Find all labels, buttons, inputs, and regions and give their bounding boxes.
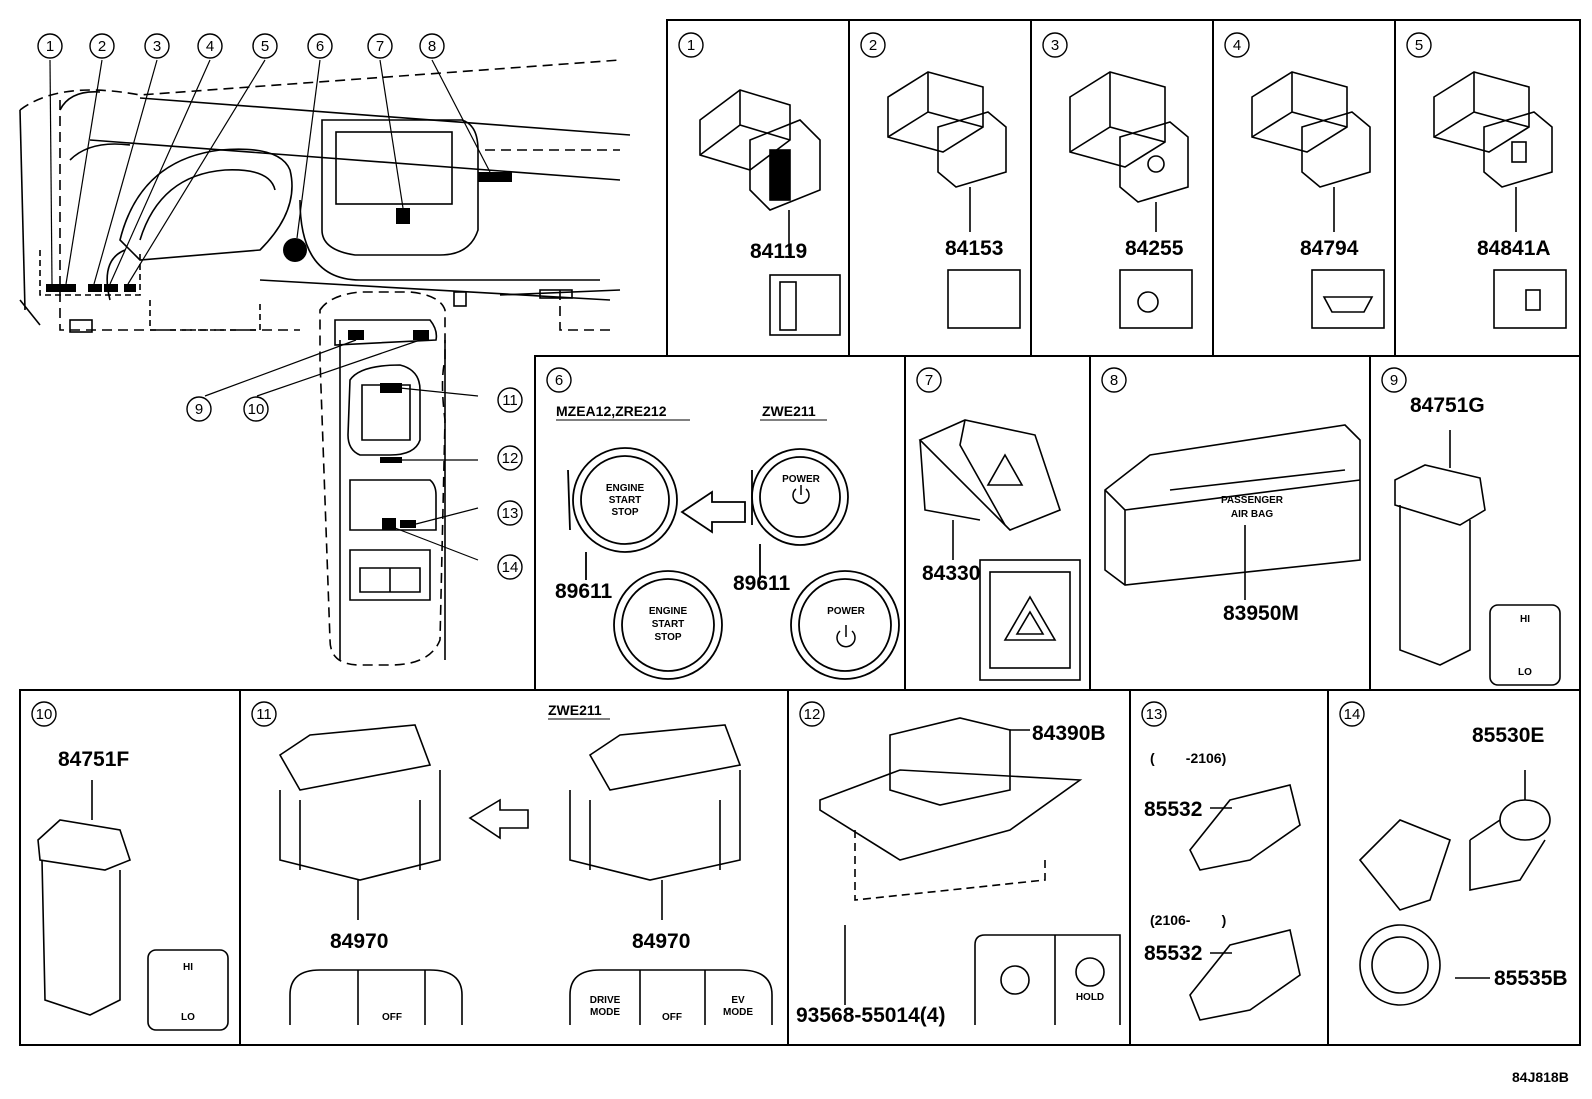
part-84751G: 84751G [1410,394,1485,417]
engine-label-a: ENGINE [606,483,645,494]
callout-10: 10 [248,401,265,418]
panel-1-number: 1 [687,37,695,54]
part-85535B: 85535B [1494,967,1568,990]
part-85532-a: 85532 [1144,798,1202,821]
power-socket-drawings [1358,770,1551,1006]
diagram-code: 84J818B [1512,1069,1569,1085]
part-89611-b: 89611 [733,572,791,595]
overview-callouts [37,33,523,580]
seat-heater-switch-9 [1394,430,1561,686]
panel-6-number: 6 [555,372,563,389]
variant-mzea12: MZEA12,ZRE212 [556,403,667,419]
part-84751F: 84751F [58,748,129,771]
panel-14-number: 14 [1344,706,1361,723]
switch-84794 [1251,71,1385,329]
panel-11-number: 11 [256,706,272,723]
callout-7: 7 [376,38,384,55]
panel-numbers: 1 2 3 4 5 6 7 8 9 10 11 12 13 14 [36,37,1424,723]
start-button-drawings [556,419,900,680]
switch-84255 [1069,71,1193,329]
callout-8: 8 [428,38,436,55]
lo-label-9: LO [1518,667,1532,678]
usb-range-a: ( -2106) [1150,750,1226,766]
variant-zwe211-start: ZWE211 [762,403,816,419]
dashboard-overview [19,59,631,666]
part-85532-b: 85532 [1144,942,1202,965]
part-89611-a: 89611 [555,580,613,603]
power-label-b: POWER [827,606,866,617]
callout-3: 3 [153,38,161,55]
parking-brake-switch-drawing [819,717,1121,1025]
callout-12: 12 [502,450,519,467]
panel-number-circles [31,32,1432,727]
part-84794: 84794 [1300,237,1359,260]
engine-label-b: ENGINE [649,606,688,617]
part-84330: 84330 [922,562,980,585]
panel-10-number: 10 [36,706,53,723]
lo-label-10: LO [181,1012,195,1023]
switch-84153 [887,71,1021,329]
callout-2: 2 [98,38,106,55]
switch-84841A [1433,71,1567,329]
part-84255: 84255 [1125,237,1184,260]
callout-4: 4 [206,38,214,55]
panel-13-number: 13 [1146,706,1163,723]
panel-2-number: 2 [869,37,877,54]
usb-port-drawings [1189,784,1301,1021]
part-85530E: 85530E [1472,724,1544,747]
seat-heater-switch-10 [37,780,229,1031]
panel-frames [19,19,1581,1046]
panel-5-number: 5 [1415,37,1423,54]
part-number-labels: 84119 84153 84255 84794 84841A 89611 896… [58,237,1568,1027]
part-83950M: 83950M [1223,602,1299,625]
callout-14: 14 [502,559,519,576]
mode-label: MODE [590,1007,620,1018]
panel-8-number: 8 [1110,372,1118,389]
variant-labels: MZEA12,ZRE212 ZWE211 ZWE211 ( -2106) (21… [548,403,1569,1085]
part-93568-55014: 93568-55014(4) [796,1004,945,1027]
callout-6: 6 [316,38,324,55]
switch-84119 [699,89,841,336]
variant-zwe211-drive: ZWE211 [548,702,602,718]
callout-9: 9 [195,401,203,418]
part-84841A: 84841A [1477,237,1551,260]
hold-label: HOLD [1076,992,1104,1003]
callout-13: 13 [502,505,519,522]
off-label-b: OFF [662,1012,682,1023]
ev-label: EV [731,995,745,1006]
panel-12-number: 12 [804,706,821,723]
callout-5: 5 [261,38,269,55]
ev-mode-label: MODE [723,1007,753,1018]
stop-label-b: STOP [654,632,681,643]
usb-range-b: (2106- ) [1150,912,1226,928]
hazard-switch-drawing [918,419,1081,681]
part-84390B: 84390B [1032,722,1106,745]
stop-label-a: STOP [611,507,638,518]
airbag-indicator-drawing [1104,424,1361,600]
panel-7-number: 7 [925,372,933,389]
part-84970-b: 84970 [632,930,690,953]
panel-4-number: 4 [1233,37,1241,54]
airbag-label: AIR BAG [1231,509,1273,520]
off-label-a: OFF [382,1012,402,1023]
part-84970-a: 84970 [330,930,388,953]
start-label-b: START [652,619,685,630]
part-84153: 84153 [945,237,1003,260]
drive-label: DRIVE [590,995,621,1006]
power-label-a: POWER [782,474,821,485]
overview-callout-labels: 1 2 3 4 5 6 7 8 9 10 11 12 13 14 [46,38,519,576]
callout-1: 1 [46,38,54,55]
callout-11: 11 [502,392,518,409]
panel-3-number: 3 [1051,37,1059,54]
passenger-label: PASSENGER [1221,495,1284,506]
drive-mode-switch-drawings [278,718,773,1025]
hi-label-10: HI [183,962,193,973]
hi-label-9: HI [1520,614,1530,625]
row1-switch-drawings [699,71,1567,336]
part-84119: 84119 [750,240,807,263]
panel-9-number: 9 [1390,372,1398,389]
start-label-a: START [609,495,642,506]
switch-face-labels: ENGINE START STOP ENGINE START STOP POWE… [181,474,1532,1023]
